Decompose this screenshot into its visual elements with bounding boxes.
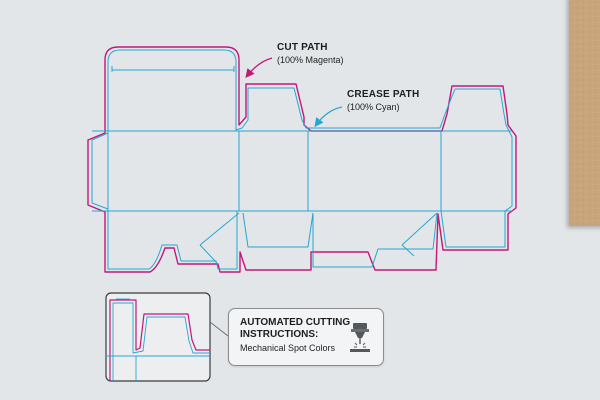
cut-path-title: CUT PATH [277, 42, 328, 53]
laser-cutter-icon [350, 323, 370, 352]
cut-path-subtitle: (100% Magenta) [277, 55, 344, 65]
cardboard-sample [569, 0, 600, 226]
crease-path [91, 49, 513, 270]
crease-path-title: CREASE PATH [347, 89, 419, 100]
cut-path-arrow [245, 57, 273, 79]
dieline-thumbnail [105, 292, 229, 382]
cutting-instructions-callout: AUTOMATED CUTTING INSTRUCTIONS: Mechanic… [228, 308, 384, 366]
crease-path-arrow [314, 106, 343, 128]
cut-path-label: CUT PATH (100% Magenta) [245, 42, 344, 79]
callout-title: AUTOMATED CUTTING INSTRUCTIONS: [240, 317, 351, 340]
cut-path [87, 46, 517, 273]
crease-path-label: CREASE PATH (100% Cyan) [314, 89, 419, 128]
crease-path-subtitle: (100% Cyan) [347, 102, 400, 112]
callout-subtitle: Mechanical Spot Colors [240, 343, 336, 353]
